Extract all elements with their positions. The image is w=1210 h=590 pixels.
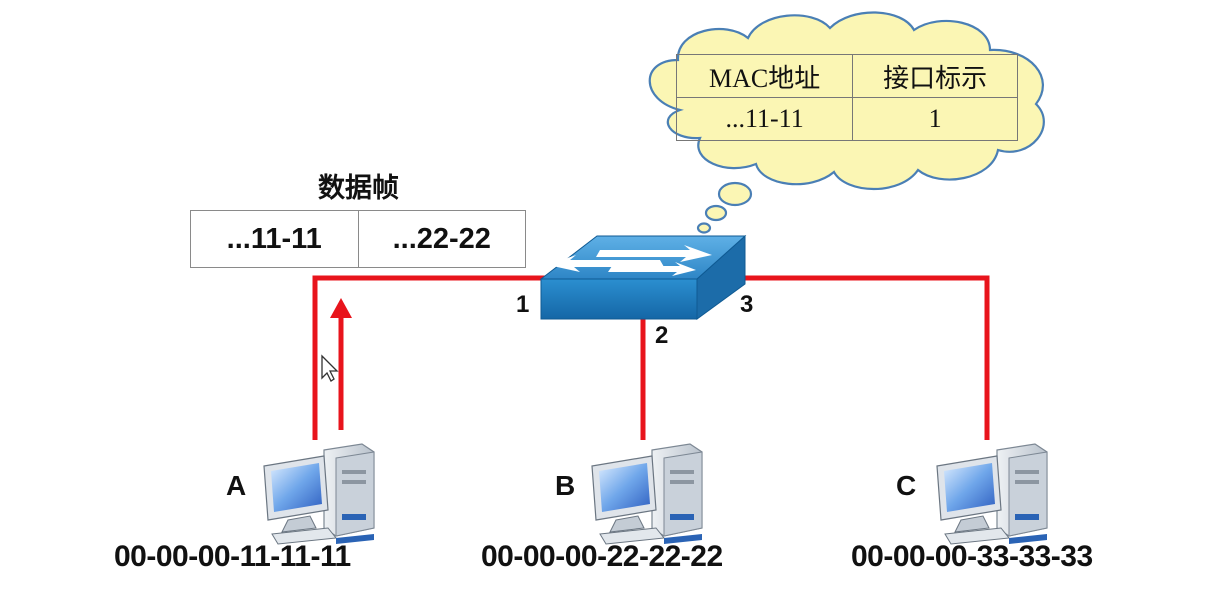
mac-table-header-mac: MAC地址 — [675, 54, 854, 98]
port-1-label: 1 — [516, 291, 530, 318]
data-frame-dest-mac: ...11-11 — [226, 222, 322, 255]
host-a-mac: 00-00-00-11-11-11 — [114, 540, 351, 573]
computer-a-icon — [263, 443, 375, 545]
link-c — [737, 275, 990, 440]
mac-table-header-port: 接口标示 — [852, 54, 1018, 98]
data-frame-title: 数据帧 — [318, 173, 399, 203]
mac-table-header-row: MAC地址 接口标示 — [675, 54, 1018, 98]
host-c-name: C — [896, 470, 917, 501]
port-3-label: 3 — [740, 291, 754, 318]
data-frame-box: ...11-11 ...22-22 — [190, 210, 526, 268]
mac-table-row: ...11-11 1 — [675, 97, 1018, 141]
computer-c-icon — [936, 443, 1048, 545]
host-b-name: B — [555, 470, 576, 501]
host-a-name: A — [226, 470, 247, 501]
mac-table-cell-port: 1 — [852, 97, 1018, 141]
mac-address-table: MAC地址 接口标示 ...11-11 1 — [675, 54, 1018, 141]
switch-icon — [539, 234, 747, 320]
computer-b-icon — [591, 443, 703, 545]
host-c-mac: 00-00-00-33-33-33 — [851, 540, 1093, 573]
frame-direction-arrow — [330, 298, 352, 430]
mouse-cursor-icon — [321, 354, 339, 382]
host-b-mac: 00-00-00-22-22-22 — [481, 540, 723, 573]
port-2-label: 2 — [655, 322, 669, 349]
data-frame-src-mac: ...22-22 — [357, 211, 526, 267]
mac-table-cell-mac: ...11-11 — [675, 97, 854, 141]
network-links — [312, 275, 990, 440]
link-a — [312, 275, 546, 440]
